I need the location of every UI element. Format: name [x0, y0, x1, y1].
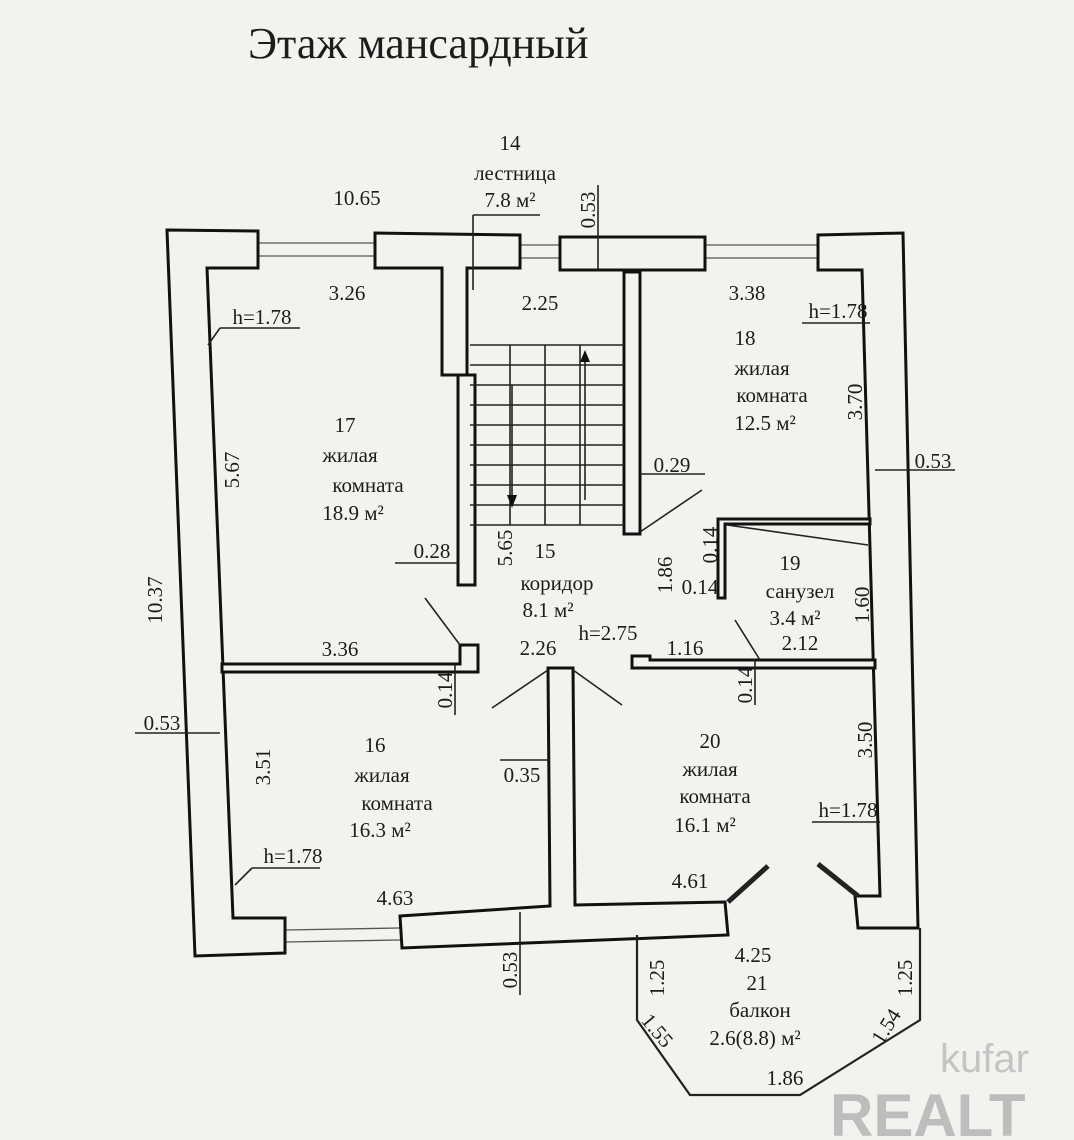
room-name: жилая	[733, 356, 790, 380]
dimension: 1.54	[866, 1004, 906, 1048]
room-number: 18	[735, 326, 756, 350]
room-number: 16	[365, 733, 386, 757]
dimension: 0.14	[698, 526, 722, 563]
dimension: 5.67	[220, 452, 244, 489]
room-name: комната	[361, 791, 433, 815]
door-swings	[424, 489, 869, 904]
watermark-logo: kufar REALT	[830, 1037, 1029, 1140]
dimension: h=1.78	[263, 844, 322, 868]
dimension: 3.51	[251, 749, 275, 786]
bathroom-wall	[716, 517, 872, 600]
room-name: санузел	[766, 579, 835, 603]
room-21-label: 21 балкон 2.6(8.8) м²	[709, 971, 800, 1050]
room-name: жилая	[353, 763, 410, 787]
dimension: 5.65	[493, 530, 517, 567]
dimension: 0.53	[915, 449, 952, 473]
room-15-label: 15 коридор 8.1 м²	[520, 539, 593, 622]
room-number: 21	[747, 971, 768, 995]
room-name: комната	[332, 473, 404, 497]
room-name: комната	[679, 784, 751, 808]
room-name: жилая	[321, 443, 378, 467]
dimension: 4.61	[672, 869, 709, 893]
dimension: 2.26	[520, 636, 557, 660]
watermark-brand-kufar: kufar	[940, 1037, 1029, 1081]
room-20-label: 20 жилая комната 16.1 м²	[674, 729, 751, 837]
window-lines	[258, 242, 818, 943]
dimension: h=1.78	[818, 798, 877, 822]
dimension: 0.28	[414, 539, 451, 563]
top-pier-wall-2	[558, 235, 707, 272]
room-area: 7.8 м²	[484, 188, 535, 212]
dimension: 0.14	[733, 666, 757, 703]
room-area: 2.6(8.8) м²	[709, 1026, 800, 1050]
room-name: жилая	[681, 757, 738, 781]
dimension: 3.38	[729, 281, 766, 305]
dimension: 0.53	[144, 711, 181, 735]
dimension: 0.53	[576, 192, 600, 229]
room-number: 17	[335, 413, 356, 437]
dimension: 1.25	[893, 960, 917, 997]
room-name: коридор	[520, 571, 593, 595]
corridor-wall	[456, 373, 477, 587]
dimension: 4.25	[735, 943, 772, 967]
dimension: 1.25	[645, 960, 669, 997]
top-pier-wall	[373, 231, 522, 377]
bottom-wall	[398, 666, 730, 950]
room-area: 16.1 м²	[674, 813, 736, 837]
room-14-label: 14 лестница 7.8 м²	[474, 131, 557, 212]
partition-17-16	[220, 643, 480, 674]
dimension: 4.63	[377, 886, 414, 910]
dimension: 1.55	[636, 1009, 678, 1053]
room-19-label: 19 санузел 3.4 м²	[766, 551, 835, 630]
dimension: 0.29	[654, 453, 691, 477]
room-18-label: 18 жилая комната 12.5 м²	[733, 326, 808, 435]
room-number: 19	[780, 551, 801, 575]
dimension: 3.70	[843, 384, 867, 421]
room-name: комната	[736, 383, 808, 407]
dimension: 10.65	[333, 186, 380, 210]
balcony-outline	[635, 928, 922, 1097]
dimension-leaders	[135, 185, 955, 995]
room-17-label: 17 жилая комната 18.9 м²	[321, 413, 404, 525]
room-area: 12.5 м²	[734, 411, 796, 435]
dimension: 3.26	[329, 281, 366, 305]
walls	[135, 185, 955, 1097]
dimension: 1.16	[667, 636, 704, 660]
room-area: 3.4 м²	[769, 606, 820, 630]
dimension: 10.37	[143, 576, 167, 623]
room-number: 15	[535, 539, 556, 563]
left-wall	[165, 228, 287, 958]
dimension: 0.53	[498, 952, 522, 989]
dimension: 0.14	[433, 671, 457, 708]
watermark-brand-realt: REALT	[830, 1082, 1026, 1140]
room-number: 20	[700, 729, 721, 753]
plan-title: Этаж мансардный	[248, 19, 588, 68]
dimension: 0.14	[682, 575, 719, 599]
room-number: 14	[500, 131, 522, 155]
dimension: 0.35	[504, 763, 541, 787]
dimension: 2.25	[522, 291, 559, 315]
dimension: 1.86	[653, 557, 677, 594]
staircase	[470, 344, 624, 526]
room-area: 18.9 м²	[322, 501, 384, 525]
room-name: балкон	[729, 998, 791, 1022]
room-area: 16.3 м²	[349, 818, 411, 842]
dimensions: 10.65 0.53 3.26 2.25 3.38 h=1.78 h=1.78 …	[143, 186, 951, 1090]
dimension: h=1.78	[232, 305, 291, 329]
room-name: лестница	[474, 161, 557, 185]
room-area: 8.1 м²	[522, 598, 573, 622]
dimension: h=2.75	[578, 621, 637, 645]
stair-wall	[622, 270, 642, 536]
dimension: h=1.78	[808, 299, 867, 323]
dimension: 2.12	[782, 631, 819, 655]
partition-19-20	[630, 654, 877, 670]
dimension: 3.50	[853, 722, 877, 759]
room-16-label: 16 жилая комната 16.3 м²	[349, 733, 433, 842]
dimension: 1.86	[767, 1066, 804, 1090]
dimension: 3.36	[322, 637, 359, 661]
dimension: 1.60	[850, 587, 874, 624]
